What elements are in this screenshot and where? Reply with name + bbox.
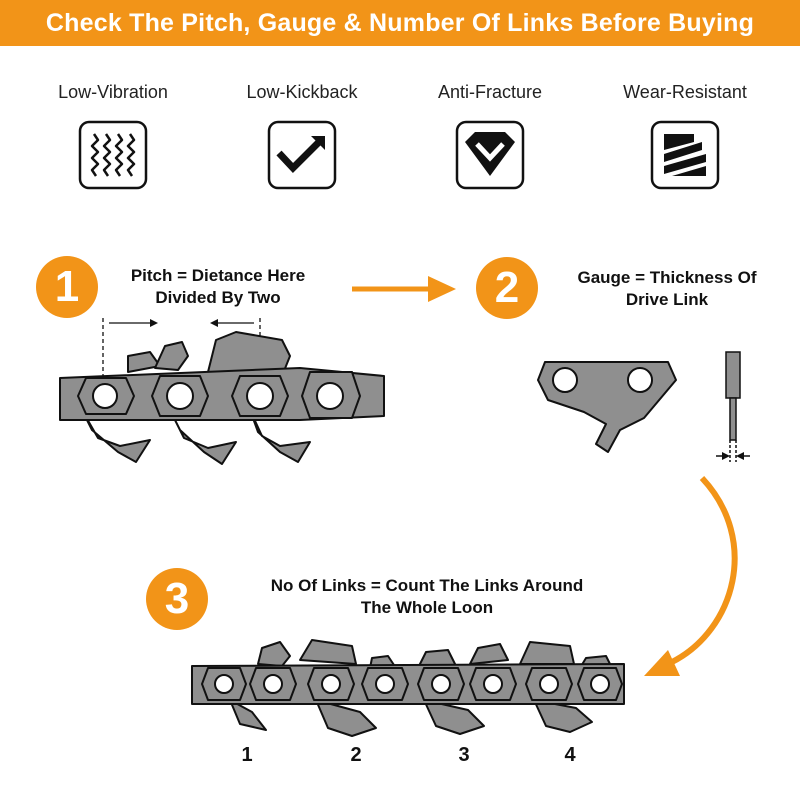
curved-arrow-icon [644,475,738,676]
wavy-lines-icon [78,120,148,190]
link-number-3: 3 [458,744,470,766]
feature-low-vibration: Low-Vibration [38,80,188,190]
feature-low-kickback: Low-Kickback [227,80,377,190]
gauge-side-view [716,351,750,462]
step-3-line-1: No Of Links = Count The Links Around [270,576,584,595]
step-2-line-1: Gauge = Thickness Of [577,268,757,287]
drive-link-image [537,361,677,453]
feature-wear-resistant: Wear-Resistant [610,80,760,190]
step-1-line-1: Pitch = Dietance Here [130,266,306,285]
header-banner: Check The Pitch, Gauge & Number Of Links… [0,0,800,46]
step-3-text: No Of Links = Count The Links Around The… [222,575,632,619]
links-chain-image [191,639,625,737]
pitch-chain-image [59,331,385,465]
step-1-line-2: Divided By Two [155,288,281,307]
check-arrow-icon [267,120,337,190]
diagonal-stripes-icon [650,120,720,190]
shield-chevron-icon [455,120,525,190]
feature-label: Wear-Resistant [623,82,747,102]
link-number-2: 2 [350,744,362,766]
step-2-line-2: Drive Link [625,290,709,309]
feature-label: Low-Kickback [246,82,358,102]
step-3-line-2: The Whole Loon [360,598,494,617]
feature-label: Low-Vibration [58,82,168,102]
feature-label: Anti-Fracture [437,82,543,102]
step-2-badge: 2 [476,257,538,319]
page-title: Check The Pitch, Gauge & Number Of Links… [45,8,755,37]
step-1-badge: 1 [36,256,98,318]
link-number-1: 1 [241,744,253,766]
link-number-4: 4 [564,744,576,766]
step-2-text: Gauge = Thickness Of Drive Link [552,267,782,311]
step-3-badge: 3 [146,568,208,630]
feature-anti-fracture: Anti-Fracture [415,80,565,190]
step-1-text: Pitch = Dietance Here Divided By Two [108,265,328,309]
arrow-right-icon [352,276,456,302]
